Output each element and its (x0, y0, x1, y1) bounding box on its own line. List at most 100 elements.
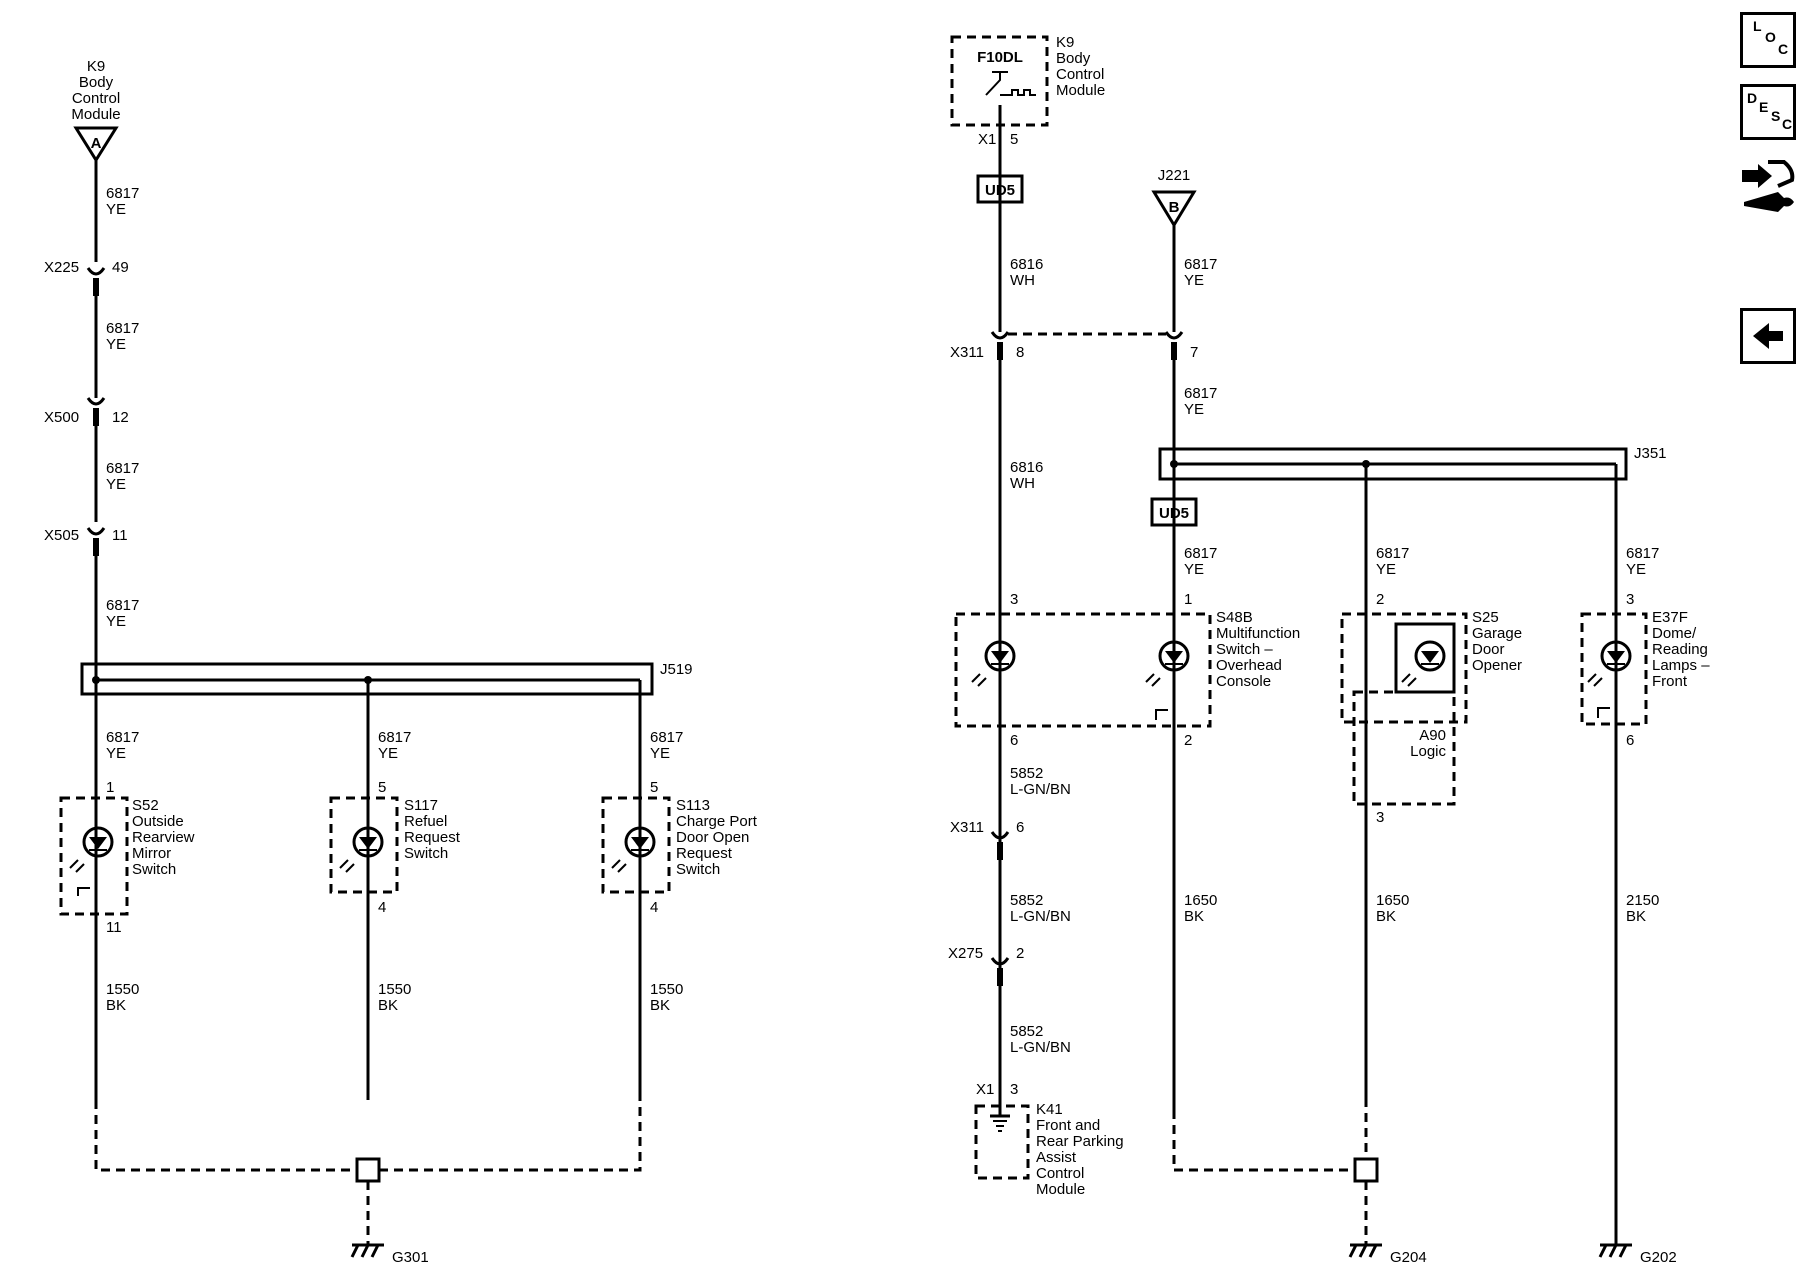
ud5-label: UD5 (985, 182, 1015, 199)
component-label: Module (1056, 82, 1105, 99)
component-label: Outside (132, 813, 184, 830)
wire-color: L-GN/BN (1010, 908, 1071, 925)
wire-color: YE (106, 336, 126, 353)
wire-ckt: 6817 (106, 460, 139, 477)
wire-color: YE (378, 745, 398, 762)
wire-color: YE (106, 476, 126, 493)
lamp-icon (338, 826, 384, 874)
ud5-box (1150, 497, 1198, 527)
wire-ckt: 5852 (1010, 892, 1043, 909)
component-ref: S117 (404, 797, 438, 814)
loc-letter: C (1778, 41, 1789, 57)
k41-module-box (974, 1104, 1030, 1180)
wire-ckt: 6817 (1376, 545, 1409, 562)
connector-pin: 6 (1016, 819, 1024, 836)
component-label: Door (1472, 641, 1505, 658)
component-label: Overhead (1216, 657, 1282, 674)
component-label: Console (1216, 673, 1271, 690)
wire-color: BK (650, 997, 670, 1014)
wire-color: YE (1184, 561, 1204, 578)
connector-pin: 11 (112, 527, 128, 544)
wire-color: BK (1184, 908, 1204, 925)
logic-label: Logic (1410, 743, 1446, 760)
driver-label: F10DL (977, 49, 1023, 66)
k9-label-2: Control (72, 90, 120, 107)
connector-name: X500 (44, 409, 79, 426)
back-button[interactable] (1740, 308, 1796, 364)
loc-letter: O (1765, 29, 1776, 45)
loc-letter: L (1753, 18, 1762, 34)
k9-ref: K9 (87, 58, 105, 75)
connector-pin: 3 (1010, 1081, 1018, 1098)
connector-name: X311 (950, 819, 984, 836)
s48b-switch-box (954, 612, 1212, 728)
component-label: Refuel (404, 813, 447, 830)
component-label: Request (676, 845, 733, 862)
component-label: Switch – (1216, 641, 1273, 658)
component-label: Lamps – (1652, 657, 1710, 674)
connector-name: X1 (978, 131, 996, 148)
connector-name: X311 (950, 344, 984, 361)
component-ref: S52 (132, 797, 159, 814)
connector-pin: 8 (1016, 344, 1024, 361)
wire-ckt: 6817 (1184, 385, 1217, 402)
k9-label-1: Body (79, 74, 114, 91)
wire-color: WH (1010, 272, 1035, 289)
component-ref: S48B (1216, 609, 1253, 626)
lamp-icon (970, 640, 1016, 688)
ud5-box (976, 174, 1024, 204)
component-label: Multifunction (1216, 625, 1300, 642)
wire-color: YE (1626, 561, 1646, 578)
s113-switch-box (601, 796, 671, 894)
wire-color: YE (1376, 561, 1396, 578)
wire-ckt: 6817 (1184, 256, 1217, 273)
component-label: Front and (1036, 1117, 1100, 1134)
description-button[interactable]: D E S C (1740, 84, 1796, 140)
component-ref: J221 (1158, 167, 1191, 184)
wire-color: BK (1376, 908, 1396, 925)
component-label: Garage (1472, 625, 1522, 642)
pin: 2 (1376, 591, 1384, 608)
pin: 1 (1184, 591, 1192, 608)
connector-x505 (88, 528, 104, 556)
wire-ckt: 6816 (1010, 459, 1043, 476)
location-button[interactable]: L O C (1740, 12, 1796, 68)
e37f-lamp-box (1580, 612, 1648, 726)
wire-ckt: 6816 (1010, 256, 1043, 273)
pin: 1 (106, 779, 114, 796)
wire-ckt: 6817 (106, 597, 139, 614)
k9-connector-triangle (73, 126, 119, 163)
desc-letter: D (1747, 90, 1758, 106)
splice-pack-j351 (1158, 447, 1628, 481)
pin: 5 (378, 779, 386, 796)
lamp-icon (1144, 640, 1190, 688)
lamp-icon (610, 826, 656, 874)
connector-name: X275 (948, 945, 983, 962)
logic-ref: A90 (1419, 727, 1446, 744)
wire-color: YE (106, 745, 126, 762)
wire-color: BK (378, 997, 398, 1014)
pin: 4 (650, 899, 658, 916)
wire-color: YE (1184, 401, 1204, 418)
connector-x311 (1166, 332, 1182, 360)
connector-wrench-icon[interactable] (1738, 156, 1798, 216)
connector-pin: 12 (112, 409, 129, 426)
component-label: Control (1036, 1165, 1084, 1182)
wire-ckt: 6817 (106, 185, 139, 202)
wire-ckt: 5852 (1010, 765, 1043, 782)
component-label: Control (1056, 66, 1104, 83)
wire-ckt: 6817 (1184, 545, 1217, 562)
pin: 3 (1376, 809, 1384, 826)
ground-label: G204 (1390, 1249, 1427, 1266)
ground-icon (1598, 1243, 1634, 1259)
connector-pin: 49 (112, 259, 129, 276)
component-label: Assist (1036, 1149, 1077, 1166)
wire-ckt: 5852 (1010, 1023, 1043, 1040)
component-label: Rearview (132, 829, 195, 846)
component-label: Dome/ (1652, 625, 1697, 642)
wire-color: YE (106, 201, 126, 218)
splice-label: J519 (660, 661, 693, 678)
ground-splice (355, 1157, 381, 1183)
s117-switch-box (329, 796, 399, 894)
